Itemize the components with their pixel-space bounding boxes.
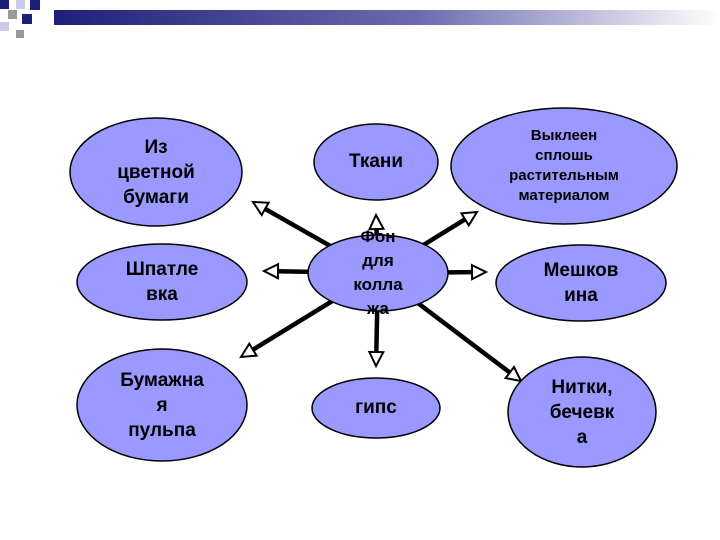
arrowhead-tsvetnaya-bumaga	[251, 200, 271, 217]
deco-square	[16, 30, 24, 38]
deco-square	[0, 0, 9, 9]
node-bumazhnaya-pulpa	[76, 348, 248, 462]
deco-square	[8, 10, 17, 19]
node-nitki	[507, 356, 657, 468]
center-node	[307, 234, 449, 312]
node-shpatlevka	[76, 243, 248, 321]
edges-layer	[239, 200, 523, 383]
arrow-nitki	[411, 297, 512, 375]
slide-decoration	[0, 0, 720, 38]
arrow-gips	[374, 305, 380, 353]
arrowhead-nitki	[503, 365, 523, 383]
node-gips	[311, 377, 441, 439]
node-tkani	[313, 123, 439, 201]
deco-square	[30, 0, 40, 10]
arrowhead-meshkovina	[470, 263, 489, 281]
node-meshkovina	[495, 244, 667, 322]
arrowhead-bumazhnaya-pulpa	[239, 341, 259, 359]
deco-square	[22, 14, 32, 24]
node-vykleen	[450, 107, 678, 225]
arrowhead-gips	[367, 350, 385, 369]
deco-square	[0, 22, 9, 31]
arrowhead-shpatlevka	[261, 262, 280, 280]
arrow-tsvetnaya-bumaga	[264, 206, 339, 252]
arrow-vykleen	[416, 217, 467, 251]
arrowhead-vykleen	[459, 210, 479, 228]
nodes-layer	[69, 107, 678, 468]
deco-square	[16, 0, 25, 9]
title-bar-gradient	[54, 10, 720, 25]
arrow-bumazhnaya-pulpa	[251, 295, 340, 352]
node-tsvetnaya-bumaga	[69, 117, 243, 227]
arrowhead-tkani	[367, 212, 386, 231]
